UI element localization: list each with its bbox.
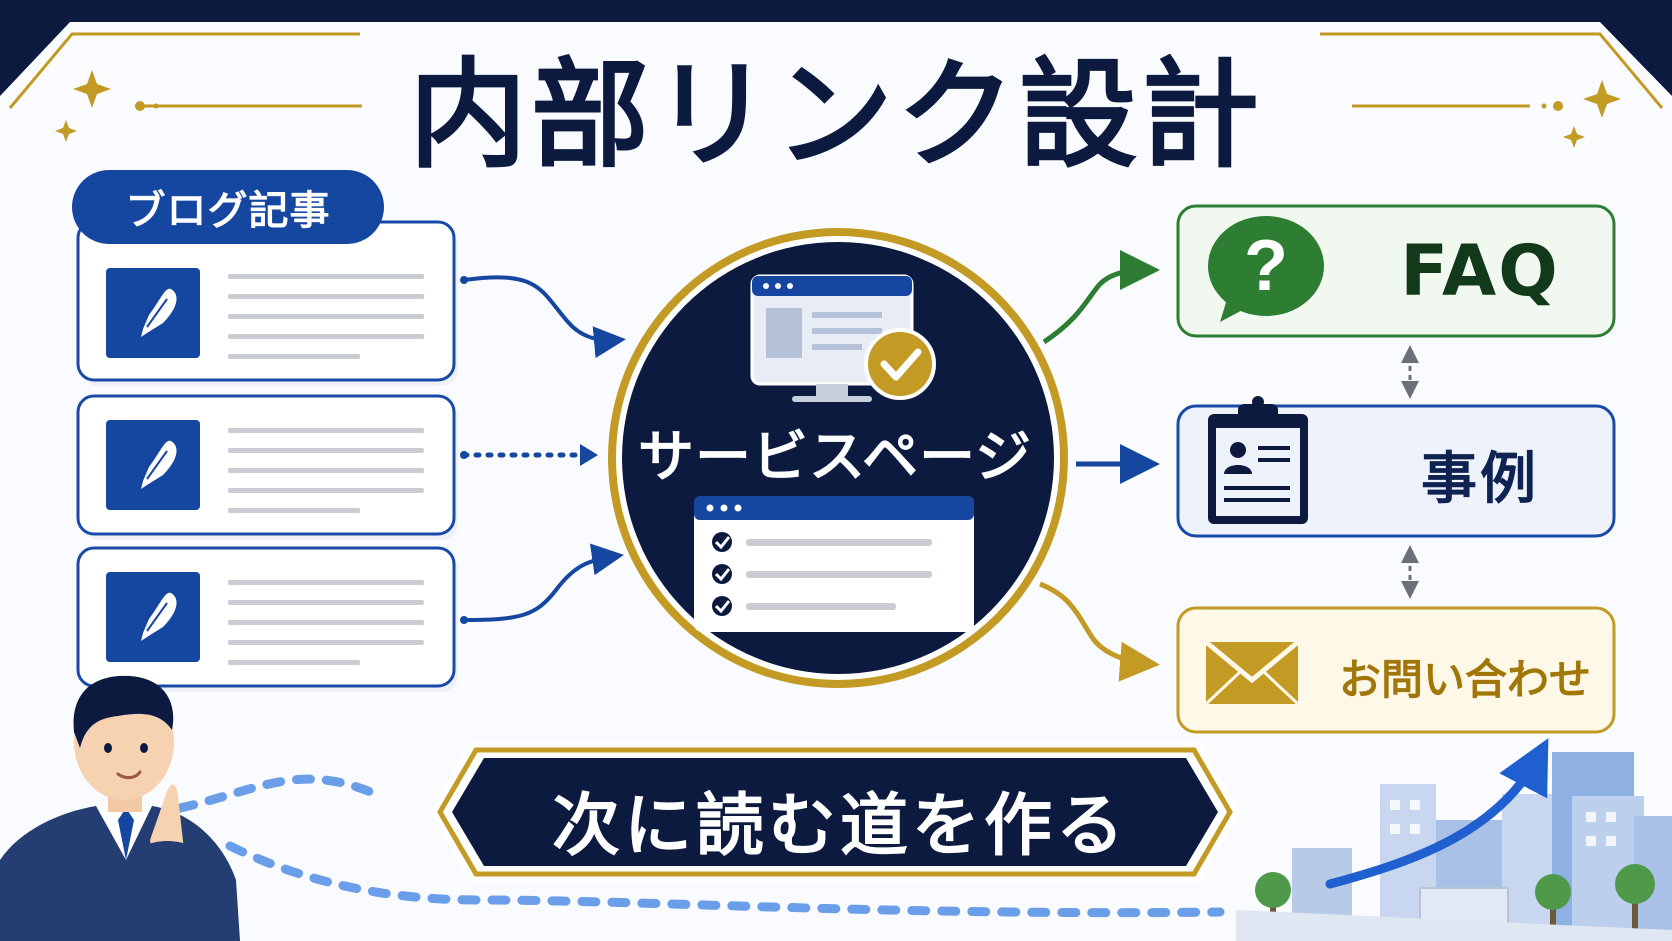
check-icon [712,596,732,616]
tree-icon [1255,864,1655,932]
city-skyline [1236,738,1672,941]
svg-text:?: ? [1244,226,1288,306]
businessman-illustration [0,675,240,941]
faq-box: ? [1176,204,1616,338]
case-study-label: 事例 [1421,447,1539,512]
check-icon [712,532,732,552]
faq-label: FAQ [1400,230,1560,312]
checklist-window [694,496,974,632]
top-frame [0,0,1672,109]
clipboard-icon [1208,396,1308,524]
title-decoration-left [135,101,362,111]
case-study-box [1176,396,1616,538]
blog-articles-label: ブログ記事 [72,170,384,244]
sparkle-icon [55,70,1621,148]
check-icon [712,564,732,584]
check-badge-icon [864,328,936,400]
page-title: 内部リンク設計 [408,46,1263,184]
envelope-icon [1204,640,1300,706]
contact-label: お問い合わせ [1338,655,1591,704]
arrow-icon [460,275,626,624]
contact-box [1176,606,1616,734]
arrow-icon [1039,250,1160,682]
banner-message: 次に読む道を作る [551,787,1128,866]
question-bubble-icon: ? [1208,216,1324,322]
message-banner [430,742,1240,882]
title-decoration-right [1352,101,1563,111]
pen-icon [141,592,177,641]
blog-card-2 [76,394,458,540]
dashed-path [175,774,1225,918]
pen-icon [141,288,177,337]
blog-card-1 [76,220,458,386]
blog-card-3 [76,546,458,692]
service-page-label: サービスページ [638,425,1032,490]
service-page-hub [608,228,1068,688]
pen-icon [141,440,177,489]
